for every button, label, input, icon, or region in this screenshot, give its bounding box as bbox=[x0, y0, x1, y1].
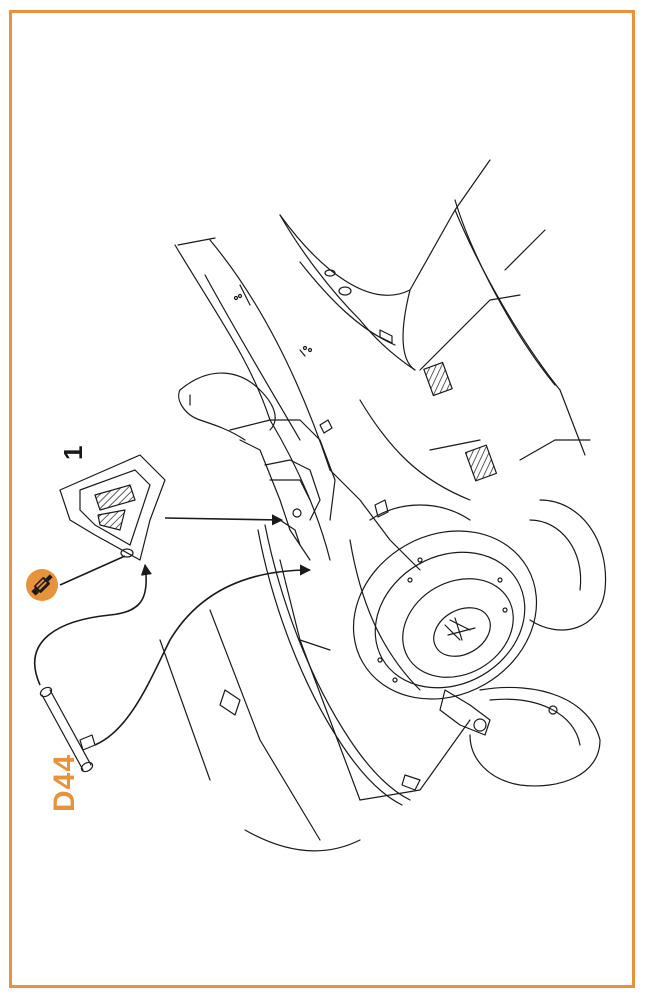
fuselage-side bbox=[233, 293, 471, 571]
fuselage-outline bbox=[174, 237, 331, 471]
instruction-frame bbox=[9, 10, 635, 988]
glue-tube-icon bbox=[26, 569, 58, 601]
arrow-rod-top-to-part1 bbox=[34, 563, 152, 686]
gear-bay bbox=[229, 419, 336, 561]
lower-wing-left bbox=[159, 372, 361, 852]
part-d44-rod bbox=[39, 686, 96, 773]
grille-vents bbox=[423, 361, 498, 482]
wing-strip bbox=[257, 524, 411, 806]
arrow-rod-bottom-to-wing bbox=[94, 564, 312, 746]
drop-tank-right bbox=[529, 499, 607, 631]
step-number-label: 1 bbox=[58, 445, 88, 460]
part-code-label: D44 bbox=[48, 753, 81, 812]
cowling-top bbox=[279, 214, 416, 371]
arrow-glue-to-part1 bbox=[59, 555, 126, 586]
upper-wing bbox=[409, 159, 591, 461]
arrow-part1-to-bay bbox=[164, 514, 284, 526]
engine-cowl bbox=[349, 504, 538, 700]
gear-leg bbox=[401, 689, 491, 791]
part-1-bracket bbox=[59, 454, 166, 561]
drop-tank-bottom bbox=[469, 686, 601, 787]
fuselage-lower bbox=[279, 559, 471, 801]
